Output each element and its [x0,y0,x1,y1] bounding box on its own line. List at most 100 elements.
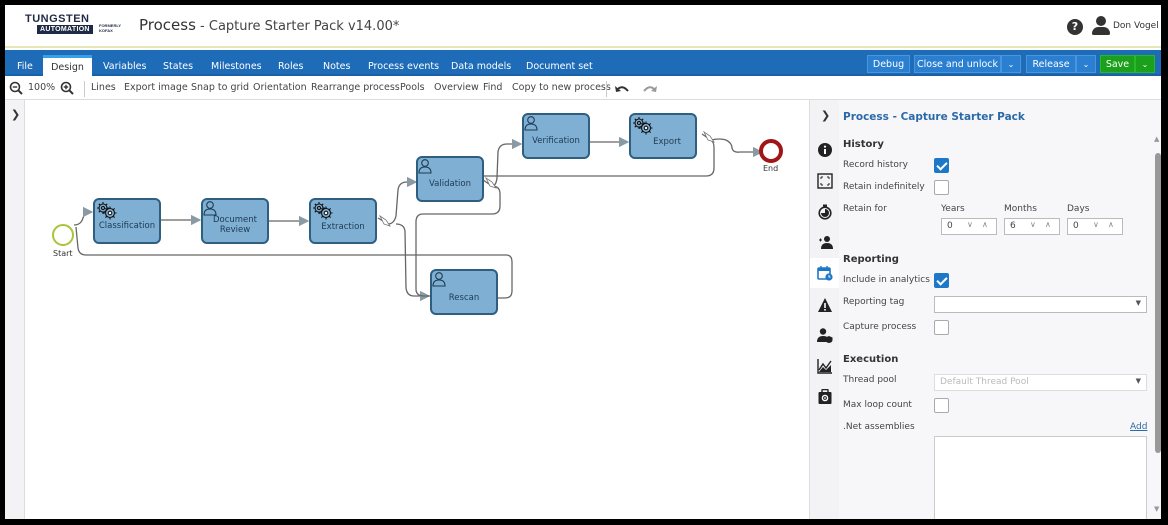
rearrange-process-button[interactable]: Rearrange process [311,82,400,93]
include-analytics-label: Include in analytics [843,275,930,285]
save-button[interactable]: Save [1100,55,1135,73]
close-unlock-button[interactable]: Close and unlock [914,55,1001,73]
retain-for-label: Retain for [843,204,887,214]
months-stepper[interactable]: 6 ∨ ∧ [1004,218,1060,235]
start-event[interactable] [52,224,74,246]
zoom-in-icon[interactable] [60,81,74,95]
days-label: Days [1067,204,1090,214]
pools-button[interactable]: Pools [400,82,425,93]
user-security-icon[interactable] [817,327,833,343]
person-icon [203,201,217,216]
record-history-label: Record history [843,160,908,170]
add-role-icon[interactable] [817,234,833,250]
net-assemblies-list[interactable] [934,436,1147,519]
lines-button[interactable]: Lines [91,82,116,93]
redo-icon[interactable] [642,83,658,95]
task-export[interactable]: Export [629,113,697,159]
include-analytics-checkbox[interactable] [934,273,949,288]
years-label: Years [941,204,965,214]
max-loop-count-checkbox[interactable] [934,398,949,413]
scrollbar-thumb[interactable] [1155,153,1161,453]
max-loop-count-label: Max loop count [843,400,912,410]
record-history-checkbox[interactable] [934,158,949,173]
decrement-icon[interactable]: ∨ [1030,220,1036,229]
capture-process-checkbox[interactable] [934,320,949,335]
connector-lines [73,130,764,302]
close-unlock-dropdown[interactable]: ⌄ [1001,55,1021,73]
increment-icon[interactable]: ∧ [1108,220,1114,229]
orientation-button[interactable]: Orientation [253,82,307,93]
panel-scrollbar[interactable]: ▲ ▼ [1154,135,1161,519]
tab-process-events[interactable]: Process events [368,61,440,72]
tab-roles[interactable]: Roles [278,61,304,72]
reporting-tag-select[interactable]: ▼ [934,296,1147,313]
debug-button[interactable]: Debug [867,55,910,73]
increment-icon[interactable]: ∧ [982,220,988,229]
help-icon[interactable]: ? [1067,19,1083,35]
task-verification[interactable]: Verification [522,113,590,159]
thread-pool-select[interactable]: Default Thread Pool ▼ [934,374,1147,391]
collapse-panel-icon[interactable]: ❯ [821,109,831,122]
snap-to-grid-button[interactable]: Snap to grid [191,82,250,93]
copy-to-new-process-button[interactable]: Copy to new process [512,82,611,93]
release-button[interactable]: Release [1026,55,1076,73]
info-icon[interactable] [817,142,833,158]
export-image-button[interactable]: Export image [124,82,188,93]
frame-icon[interactable] [817,173,833,189]
scroll-up-icon[interactable]: ▲ [1154,135,1160,143]
process-diagram-canvas[interactable]: Start Classification Document Review Ext… [26,100,809,519]
analytics-chart-icon[interactable] [817,358,833,374]
net-assemblies-label: .Net assemblies [843,422,915,432]
add-assembly-link[interactable]: Add [1130,422,1148,432]
reporting-tab[interactable] [810,258,841,288]
dropdown-arrow-icon: ▼ [1135,299,1141,307]
properties-panel: Process - Capture Starter Pack History R… [839,100,1161,519]
user-name[interactable]: Don Vogel [1113,21,1159,31]
zoom-level: 100% [28,82,56,93]
tab-file[interactable]: File [17,61,33,72]
retain-indefinitely-checkbox[interactable] [934,180,949,195]
person-icon [432,272,446,287]
toolbar-divider [606,81,607,97]
tab-states[interactable]: States [163,61,194,72]
increment-icon[interactable]: ∧ [1045,220,1051,229]
settings-badge-icon[interactable] [817,389,833,405]
end-event[interactable] [759,139,783,163]
decrement-icon[interactable]: ∨ [1093,220,1099,229]
tab-variables[interactable]: Variables [103,61,147,72]
release-dropdown[interactable]: ⌄ [1076,55,1096,73]
task-validation[interactable]: Validation [416,156,484,202]
warning-icon[interactable] [817,297,833,313]
days-stepper[interactable]: 0 ∨ ∧ [1067,218,1123,235]
overview-button[interactable]: Overview [434,82,479,93]
undo-icon[interactable] [614,83,630,95]
tab-design[interactable]: Design [43,55,92,78]
task-rescan[interactable]: Rescan [430,269,498,315]
user-avatar-icon[interactable] [1092,16,1110,36]
zoom-out-icon[interactable] [9,81,23,95]
chevron-down-icon: ⌄ [1141,60,1149,69]
gear-icon [97,202,117,220]
tab-milestones[interactable]: Milestones [211,61,262,72]
tab-document-set[interactable]: Document set [526,61,593,72]
gear-icon [313,202,333,220]
chevron-down-icon: ⌄ [1007,60,1015,69]
years-stepper[interactable]: 0 ∨ ∧ [941,218,997,235]
expand-left-panel-icon[interactable]: ❯ [11,108,21,121]
timer-icon[interactable] [817,204,833,220]
tab-data-models[interactable]: Data models [451,61,512,72]
task-extraction[interactable]: Extraction [309,198,377,244]
task-classification[interactable]: Classification [93,198,161,244]
save-dropdown[interactable]: ⌄ [1135,55,1155,73]
task-document-review[interactable]: Document Review [201,198,269,244]
thread-pool-label: Thread pool [843,375,897,385]
left-panel-collapsed: ❯ [5,100,25,519]
scroll-down-icon[interactable]: ▼ [1154,505,1160,513]
tab-notes[interactable]: Notes [323,61,351,72]
find-button[interactable]: Find [483,82,503,93]
decrement-icon[interactable]: ∨ [967,220,973,229]
reporting-heading: Reporting [843,254,899,265]
